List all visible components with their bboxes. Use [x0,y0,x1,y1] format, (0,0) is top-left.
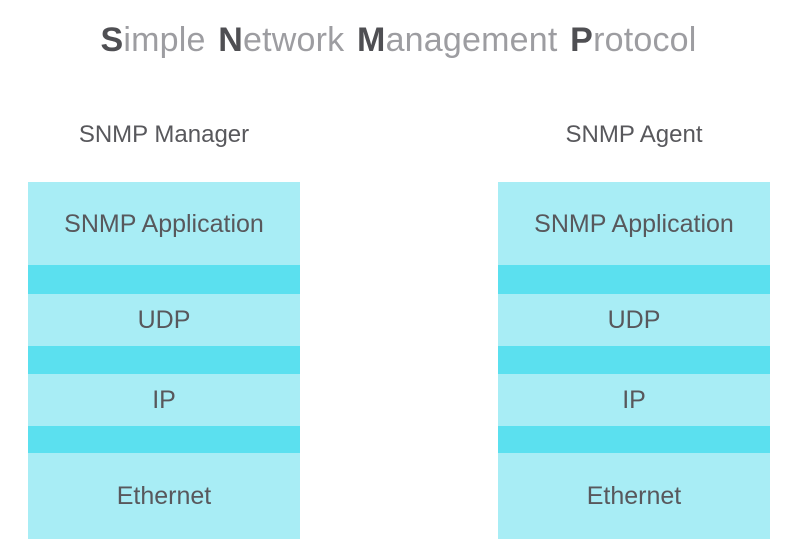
layer-separator-3-agent [498,426,770,453]
layer-ethernet-agent: Ethernet [498,453,770,539]
page-title: Simple Network Management Protocol [0,18,800,62]
layer-ip-manager: IP [28,374,300,426]
title-word-management: Management [357,21,557,59]
title-cap-n: N [218,21,244,59]
title-cap-p: P [570,21,594,59]
layer-separator-3-manager [28,426,300,453]
title-rest-management: anagement [385,21,558,59]
column-heading-manager: SNMP Manager [78,121,250,148]
layer-snmp-application-manager: SNMP Application [28,182,300,265]
stack-agent: SNMP Application UDP IP Ethernet [498,182,770,539]
layer-separator-1-agent [498,265,770,294]
title-rest-protocol: rotocol [593,21,697,59]
title-word-simple: Simple [100,21,205,59]
layer-snmp-application-agent: SNMP Application [498,182,770,265]
column-heading-agent: SNMP Agent [565,121,703,148]
layer-ip-agent: IP [498,374,770,426]
title-rest-simple: imple [123,21,206,59]
title-cap-s: S [100,21,124,59]
layer-separator-1-manager [28,265,300,294]
title-word-network: Network [218,21,344,59]
title-word-protocol: Protocol [570,21,696,59]
layer-separator-2-agent [498,346,770,374]
layer-udp-manager: UDP [28,294,300,346]
layer-udp-agent: UDP [498,294,770,346]
title-cap-m: M [357,21,386,59]
title-rest-network: etwork [243,21,345,59]
layer-separator-2-manager [28,346,300,374]
layer-ethernet-manager: Ethernet [28,453,300,539]
stack-manager: SNMP Application UDP IP Ethernet [28,182,300,539]
